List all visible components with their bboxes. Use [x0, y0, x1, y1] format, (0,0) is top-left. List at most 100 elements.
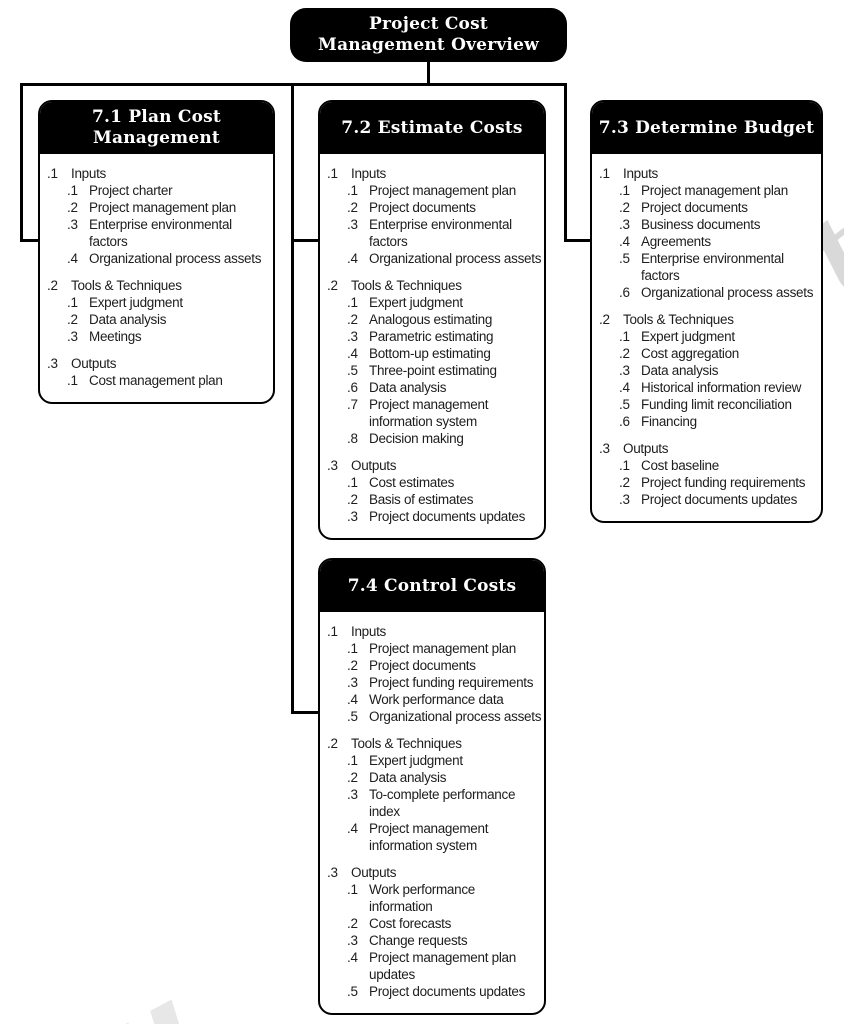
watermark-fragment: Au [0, 945, 229, 1024]
item-number: .3 [347, 217, 358, 232]
connector-line-stub-7-1 [20, 239, 40, 242]
list-item: .5 Project documents updates [347, 983, 540, 1000]
item-text: Data analysis [641, 363, 719, 378]
item-number: .1 [67, 183, 78, 198]
item-text: Enterprise environmental factors [641, 251, 784, 283]
section-title: Tools & Techniques [71, 278, 182, 293]
item-number: .2 [347, 312, 358, 327]
section-number: .3 [47, 356, 58, 371]
item-text: Project management plan updates [369, 950, 516, 982]
item-number: .1 [347, 753, 358, 768]
item-text: Cost aggregation [641, 346, 740, 361]
item-text: Data analysis [369, 770, 447, 785]
item-text: Cost estimates [369, 475, 455, 490]
item-text: Project documents [369, 200, 476, 215]
list-item: .6 Data analysis [347, 379, 540, 396]
list-item: .1 Project charter [67, 182, 269, 199]
item-text: Enterprise environmental factors [369, 217, 512, 249]
list-item: .3 Enterprise environmental factors [347, 216, 540, 250]
section-title: Inputs [351, 166, 386, 181]
item-number: .5 [619, 397, 630, 412]
item-text: Bottom-up estimating [369, 346, 491, 361]
item-number: .5 [347, 984, 358, 999]
item-number: .4 [347, 251, 358, 266]
item-text: Project documents updates [369, 509, 526, 524]
connector-line-stub-7-4 [291, 711, 320, 714]
item-number: .2 [347, 658, 358, 673]
item-text: Meetings [89, 329, 142, 344]
item-number: .7 [347, 397, 358, 412]
item-text: Change requests [369, 933, 468, 948]
item-number: .3 [347, 933, 358, 948]
section-title: Tools & Techniques [351, 278, 462, 293]
item-number: .1 [619, 329, 630, 344]
item-text: Project documents [369, 658, 476, 673]
item-number: .4 [347, 821, 358, 836]
item-text: Project charter [89, 183, 173, 198]
item-text: Funding limit reconciliation [641, 397, 792, 412]
section-number: .1 [327, 624, 338, 639]
item-text: Work performance information [369, 882, 475, 914]
connector-line-drop-7-3 [564, 83, 567, 242]
item-number: .5 [347, 709, 358, 724]
item-text: Financing [641, 414, 697, 429]
item-text: Project documents updates [369, 984, 526, 999]
section-number: .3 [327, 458, 338, 473]
list-item: .2 Project documents [347, 657, 540, 674]
section-number: .3 [599, 441, 610, 456]
item-number: .3 [67, 217, 78, 232]
item-text: Project management plan [369, 641, 516, 656]
item-number: .8 [347, 431, 358, 446]
section-number: .1 [599, 166, 610, 181]
process-box-title: 7.4 Control Costs [320, 560, 544, 612]
item-text: Data analysis [369, 380, 447, 395]
section-title: Inputs [71, 166, 106, 181]
section-number: .1 [327, 166, 338, 181]
item-number: .2 [347, 770, 358, 785]
item-number: .4 [619, 380, 630, 395]
item-number: .6 [347, 380, 358, 395]
item-number: .3 [347, 509, 358, 524]
item-number: .5 [347, 363, 358, 378]
item-number: .6 [619, 414, 630, 429]
item-text: Cost forecasts [369, 916, 452, 931]
section-number: .1 [47, 166, 58, 181]
item-number: .3 [347, 675, 358, 690]
item-number: .1 [619, 183, 630, 198]
item-text: Agreements [641, 234, 711, 249]
item-number: .3 [347, 329, 358, 344]
connector-line-stub-7-2 [291, 239, 320, 242]
